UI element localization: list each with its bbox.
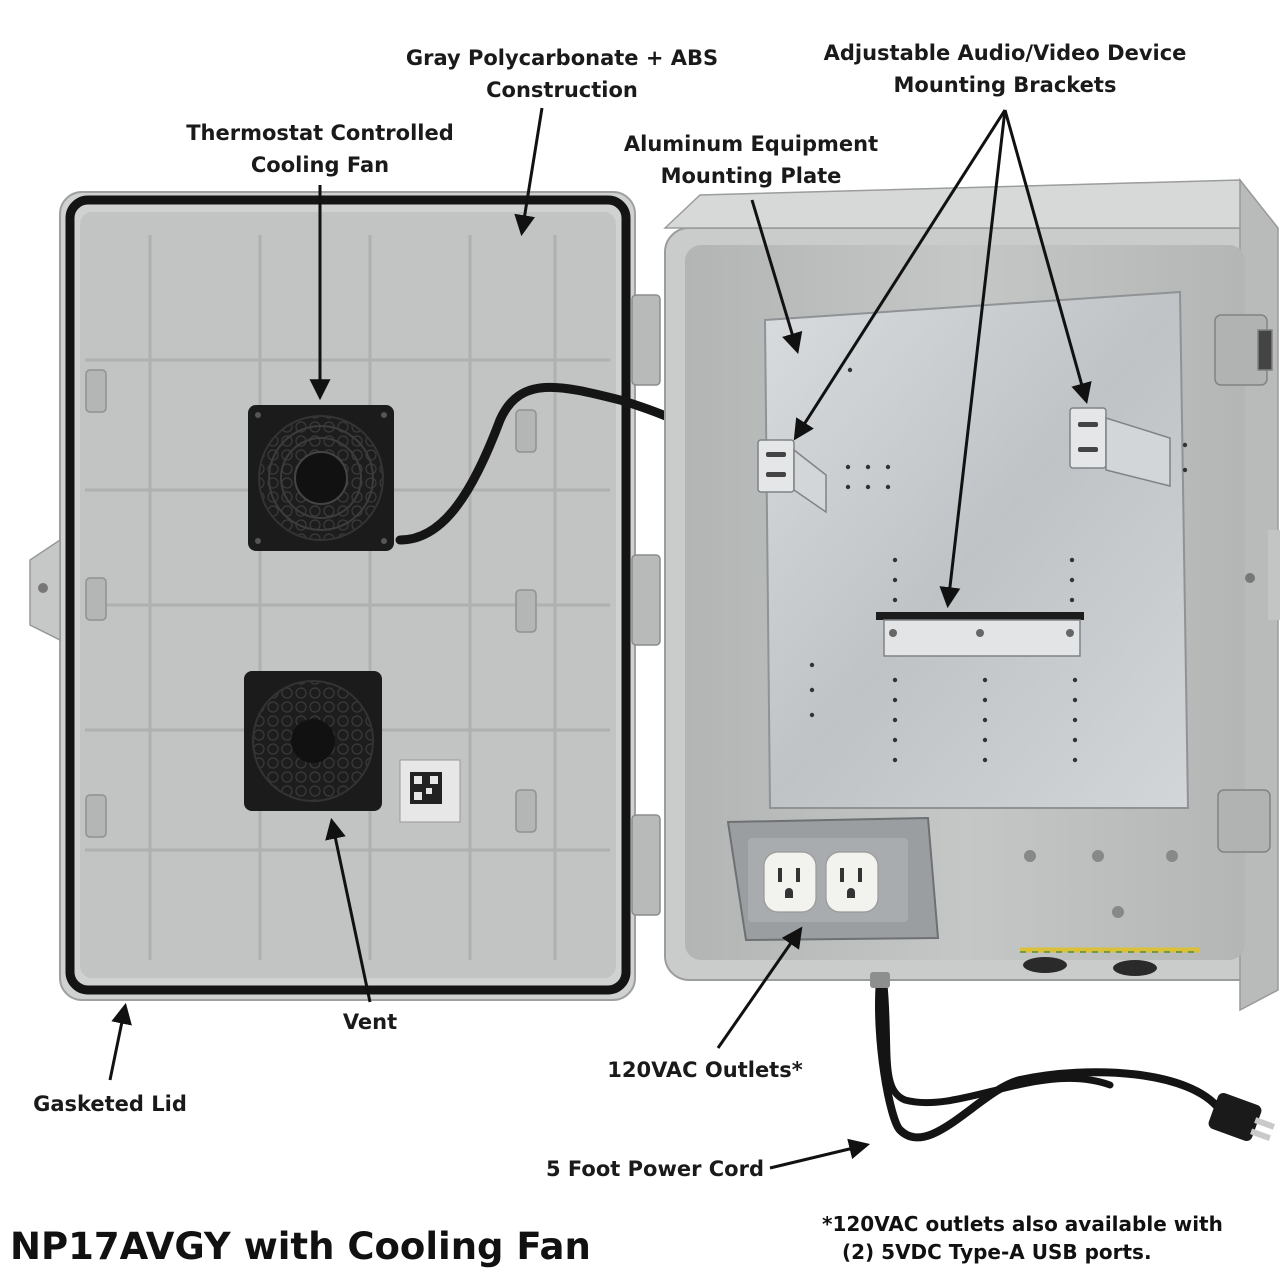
bracket-center xyxy=(876,612,1084,657)
power-cord xyxy=(870,972,1275,1142)
fan-callout-line1: Thermostat Controlled xyxy=(186,121,454,145)
cord-callout-text: 5 Foot Power Cord xyxy=(546,1157,764,1181)
fan-callout-line2: Cooling Fan xyxy=(250,153,390,177)
outlets-callout-text: 120VAC Outlets* xyxy=(607,1058,803,1082)
fan-callout: Thermostat Controlled Cooling Fan xyxy=(160,117,480,181)
bracket-right xyxy=(1069,407,1171,487)
product-title: NP17AVGY with Cooling Fan xyxy=(10,1225,591,1268)
latches xyxy=(1214,314,1273,853)
vent-callout-text: Vent xyxy=(342,1010,398,1034)
vent-callout: Vent xyxy=(330,1006,410,1038)
cord-callout: 5 Foot Power Cord xyxy=(535,1153,775,1185)
plate-callout: Aluminum Equipment Mounting Plate xyxy=(610,128,892,192)
footnote: *120VAC outlets also available with (2) … xyxy=(822,1210,1223,1266)
cable-glands xyxy=(1020,850,1200,976)
outlets-callout: 120VAC Outlets* xyxy=(595,1054,815,1086)
outlet-box xyxy=(726,816,940,942)
callout-arrows xyxy=(108,107,1092,1170)
gasketed-lid xyxy=(29,191,636,1001)
power-plug-icon xyxy=(1208,1092,1275,1142)
vent xyxy=(244,671,382,811)
qr-label-icon xyxy=(399,759,461,823)
hinges xyxy=(631,294,661,916)
plate-holes xyxy=(809,367,1188,763)
vent-icon xyxy=(252,680,374,802)
brackets-callout-line1: Adjustable Audio/Video Device xyxy=(823,41,1187,65)
plate-callout-line1: Aluminum Equipment xyxy=(623,132,879,156)
housing-callout: Gray Polycarbonate + ABS Construction xyxy=(392,42,732,106)
outlet-icon xyxy=(763,851,879,913)
bracket-left xyxy=(757,439,827,514)
cooling-fan xyxy=(248,405,394,551)
lid-callout-text: Gasketed Lid xyxy=(33,1092,187,1116)
footnote-line2: (2) 5VDC Type-A USB ports. xyxy=(842,1240,1152,1264)
brackets-callout: Adjustable Audio/Video Device Mounting B… xyxy=(795,37,1215,101)
plate-callout-line2: Mounting Plate xyxy=(660,164,842,188)
brackets-callout-line2: Mounting Brackets xyxy=(893,73,1117,97)
fan-icon xyxy=(268,425,374,531)
lid-callout: Gasketed Lid xyxy=(25,1088,195,1120)
housing-callout-line2: Construction xyxy=(486,78,638,102)
footnote-line1: *120VAC outlets also available with xyxy=(822,1212,1223,1236)
housing-callout-line1: Gray Polycarbonate + ABS xyxy=(405,46,719,70)
bracket-icon xyxy=(757,407,1171,657)
